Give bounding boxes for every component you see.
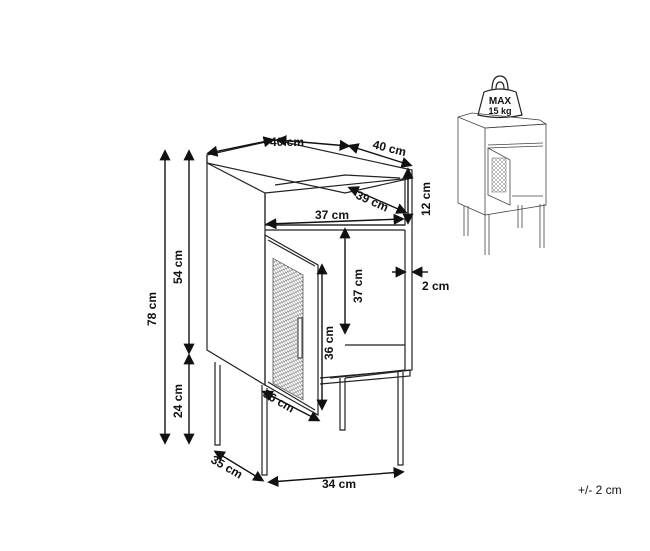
open-door: [264, 233, 319, 417]
label-body-height: 54 cm: [171, 250, 185, 284]
cabinet-body: [206, 163, 413, 387]
cabinet-legs: [214, 362, 404, 476]
load-label: MAX: [489, 96, 512, 107]
label-top-depth: 40 cm: [371, 137, 407, 159]
dimension-lines: [159, 135, 428, 487]
label-leg-height: 24 cm: [171, 384, 185, 418]
label-shelf-height: 12 cm: [419, 182, 433, 216]
load-illustration: MAX 15 kg: [457, 75, 548, 255]
label-inner-depth: 39 cm: [354, 188, 391, 215]
label-top-width: 40 cm: [270, 135, 304, 149]
tolerance-note: +/- 2 cm: [578, 483, 622, 497]
label-side-thickness: 2 cm: [422, 279, 449, 293]
label-base-depth: 35 cm: [209, 452, 245, 481]
load-value: 15 kg: [488, 106, 511, 116]
label-base-width: 34 cm: [322, 477, 356, 491]
label-total-height: 78 cm: [145, 292, 159, 326]
label-compartment-height: 37 cm: [351, 269, 365, 303]
weight-icon: MAX 15 kg: [477, 75, 523, 119]
label-door-height: 36 cm: [322, 326, 336, 360]
door-handle: [297, 317, 303, 359]
small-cabinet-icon: [457, 112, 548, 255]
label-inner-width: 37 cm: [315, 208, 349, 222]
cabinet-drawing: [206, 139, 413, 476]
lower-compartment: [329, 230, 406, 379]
